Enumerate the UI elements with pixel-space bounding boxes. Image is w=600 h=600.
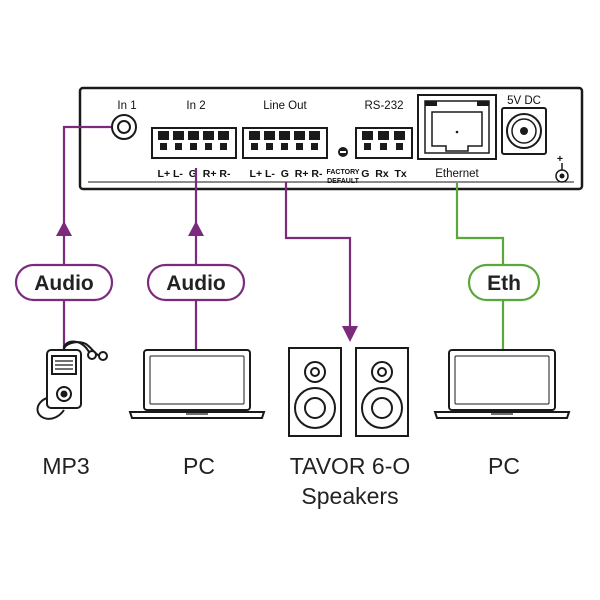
arrow-up-icon — [56, 221, 72, 236]
power-label: 5V DC — [507, 95, 541, 107]
arrow-down-icon — [342, 326, 358, 342]
cable-pc-to-in2 — [188, 168, 204, 350]
badge-outline — [146, 263, 246, 302]
factory-default-label-2: DEFAULT — [327, 178, 359, 185]
in1-audio-jack[interactable] — [111, 114, 137, 140]
cable-line-out-to-speakers — [284, 182, 358, 342]
in2-label: In 2 — [186, 100, 205, 112]
line-out-label: Line Out — [263, 100, 307, 112]
mp3-player-icon — [36, 340, 108, 420]
badge-outline — [467, 263, 541, 302]
badge-label: Eth — [487, 272, 521, 295]
signal-badge-audio-1: Audio — [14, 263, 114, 302]
device-label-pc-right: PC — [488, 453, 520, 479]
ethernet-port[interactable] — [417, 94, 497, 160]
factory-default-button[interactable] — [338, 147, 348, 157]
in1-label: In 1 — [117, 100, 136, 112]
line-out-terminal-block[interactable] — [242, 127, 328, 159]
factory-default-label-1: FACTORY — [326, 169, 359, 176]
ethernet-label: Ethernet — [435, 168, 479, 180]
in2-terminal-block[interactable] — [151, 127, 237, 159]
rs232-label: RS-232 — [365, 100, 404, 112]
line-out-pin-labels: L+ L- G R+ R- — [250, 168, 323, 180]
power-dc-jack[interactable] — [501, 107, 547, 155]
device-label-speakers-line1: TAVOR 6-O — [290, 453, 411, 479]
device-label-pc-left: PC — [183, 453, 215, 479]
polarity-icon — [555, 163, 569, 183]
signal-badge-eth: Eth — [467, 263, 541, 302]
rs232-pin-labels: G Rx Tx — [361, 168, 407, 180]
rs232-terminal-block[interactable] — [355, 127, 413, 159]
pc-laptop-left-icon — [128, 349, 266, 419]
badge-label: Audio — [34, 272, 93, 295]
badge-label: Audio — [166, 272, 225, 295]
badge-outline — [14, 263, 114, 302]
arrow-up-icon — [188, 221, 204, 236]
speakers-icon — [288, 347, 409, 437]
signal-badge-audio-2: Audio — [146, 263, 246, 302]
device-label-speakers-line2: Speakers — [301, 483, 398, 509]
in2-pin-labels: L+ L- G R+ R- — [158, 168, 231, 180]
device-label-mp3: MP3 — [42, 453, 89, 479]
pc-laptop-right-icon — [433, 349, 571, 419]
polarity-plus-label: + — [557, 153, 563, 165]
